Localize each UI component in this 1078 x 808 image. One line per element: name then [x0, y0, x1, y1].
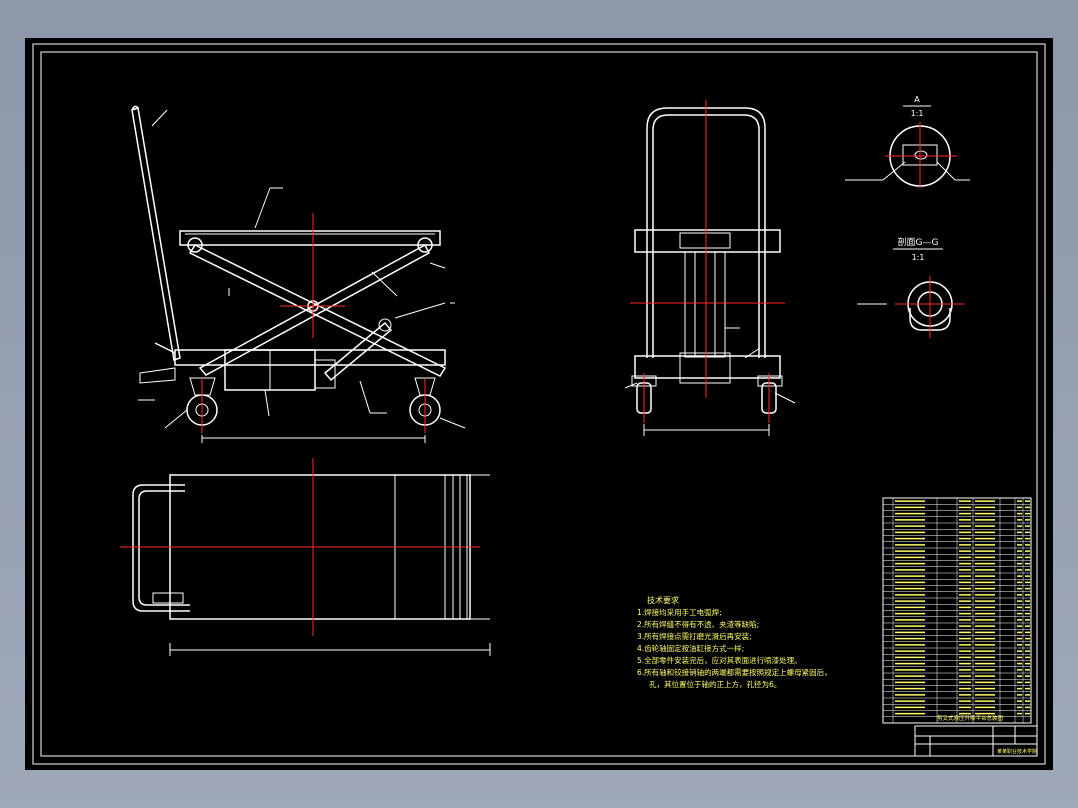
- tech-line-1: 1.焊接均采用手工电弧焊;: [637, 607, 722, 617]
- title-block: 剪叉式液压升降平台总装图 某某职业技术学院: [914, 714, 1038, 757]
- parts-list: [882, 497, 1032, 724]
- tech-line-4: 4.齿轮轴固定按油缸接方式一样;: [637, 643, 744, 653]
- drawing-sheet: A 1:1 剖面G—G 1:1 技术要求 1.焊接均采用手工电弧焊; 2.所有焊…: [25, 38, 1053, 770]
- front-view: [131, 105, 466, 443]
- cad-drawing: A 1:1 剖面G—G 1:1 技术要求 1.焊接均采用手工电弧焊; 2.所有焊…: [32, 43, 1046, 765]
- tech-line-7: 孔，其位置位于轴的正上方，孔径为6。: [649, 679, 781, 689]
- top-view: [120, 458, 491, 656]
- section-g-scale: 1:1: [912, 253, 925, 262]
- title-name: 剪叉式液压升降平台总装图: [937, 714, 1004, 722]
- section-g-detail: 剖面G—G 1:1: [857, 236, 965, 338]
- inner-border: [40, 51, 1038, 757]
- tech-line-3: 3.所有焊接点需打磨光滑后再安装;: [637, 631, 752, 641]
- view-a-title: A: [914, 95, 920, 104]
- view-a-detail: A 1:1: [845, 95, 970, 188]
- tech-heading: 技术要求: [647, 595, 679, 605]
- technical-requirements: 技术要求 1.焊接均采用手工电弧焊; 2.所有焊缝不得有不透、夹渣等缺陷; 3.…: [637, 595, 832, 689]
- section-g-title: 剖面G—G: [898, 236, 939, 248]
- tech-line-2: 2.所有焊缝不得有不透、夹渣等缺陷;: [637, 619, 759, 629]
- view-a-scale: 1:1: [911, 109, 924, 118]
- side-view: [624, 100, 796, 436]
- tech-line-6: 6.所有轴和铰接销轴的两端都需要按照规定上螺母紧固后，: [637, 667, 832, 677]
- outer-border: [32, 43, 1046, 765]
- tech-line-5: 5.全部零件安装完后，应对其表面进行喷漆处理。: [637, 655, 802, 665]
- title-school: 某某职业技术学院: [997, 748, 1037, 755]
